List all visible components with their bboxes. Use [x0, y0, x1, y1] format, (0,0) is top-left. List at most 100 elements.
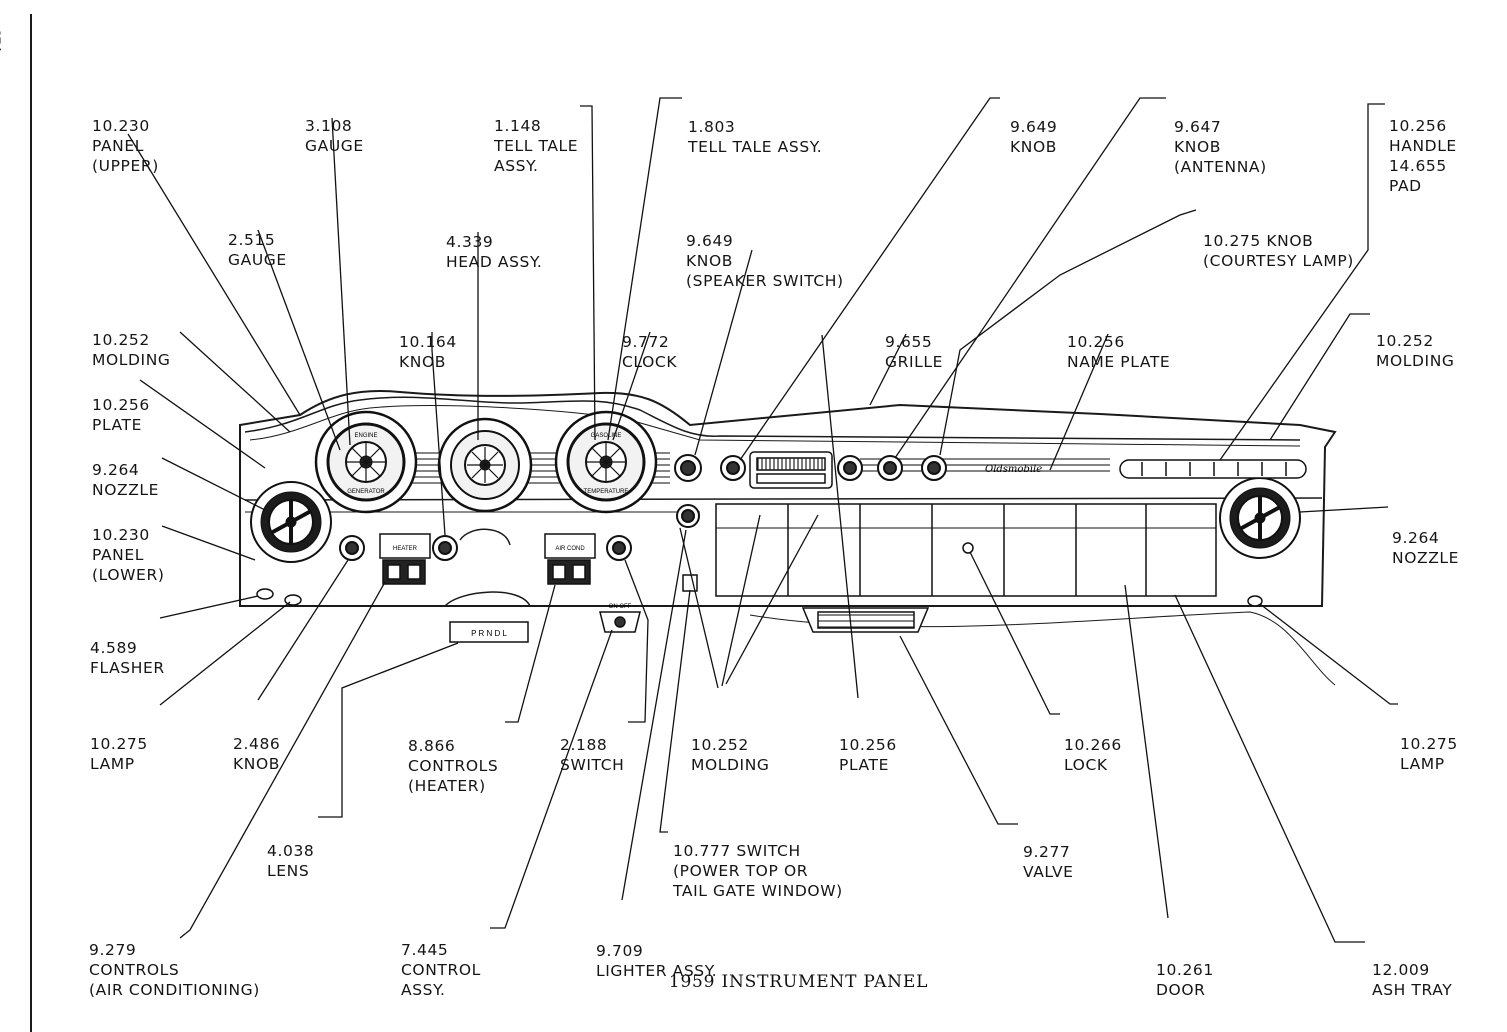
leader-tell-tale-1803	[607, 97, 682, 441]
top-molding-strip	[244, 396, 1301, 441]
control-assy-switch	[599, 611, 641, 633]
handle-pad-strip	[1119, 459, 1307, 479]
panel-divider-line	[244, 497, 1323, 501]
leader-knob-speaker	[694, 249, 753, 456]
leader-control-assy	[490, 629, 613, 929]
leader-knob-9649-top	[739, 97, 1000, 461]
lens-text: P R N D L	[471, 629, 507, 638]
heater-controls	[379, 533, 431, 585]
leader-lens	[318, 642, 459, 818]
right-gauge-top-text: GASOLINE	[591, 433, 622, 439]
leader-handle	[1219, 103, 1385, 461]
leader-gauge-3108	[331, 117, 351, 446]
leader-upper-panel	[127, 133, 301, 416]
lens-part	[449, 621, 529, 643]
knob-radio-left	[720, 455, 746, 481]
leader-power-top	[659, 589, 691, 833]
knob-courtesy-lamp	[921, 455, 947, 481]
leader-knob-2486	[257, 559, 349, 701]
leader-lighter	[621, 529, 687, 901]
radio-face	[749, 451, 833, 489]
label-knob-courtesy: 10.275 KNOB(COURTESY LAMP)	[1203, 232, 1354, 270]
right-nozzle	[1219, 477, 1301, 559]
knob-lighter	[676, 504, 700, 528]
leader-valve	[899, 635, 1018, 825]
leader-molding-left	[179, 331, 291, 433]
right-gauge-bottom-text: TEMPERATURE	[584, 489, 629, 495]
air-valve	[801, 607, 930, 633]
leader-molding-bottom-2	[721, 514, 761, 687]
leader-gauge-2515	[257, 229, 341, 451]
column-notch	[459, 528, 511, 546]
leader-lower-panel	[161, 525, 256, 561]
left-nozzle	[250, 481, 332, 563]
leader-molding-bottom-3	[725, 514, 819, 685]
right-gauge	[554, 410, 658, 514]
leader-lamp-right	[1259, 603, 1398, 705]
heater-control-text: HEATER	[393, 546, 418, 552]
leader-ash-tray	[1174, 594, 1365, 943]
glove-box-door	[715, 503, 1217, 597]
leader-nozzle-left	[161, 457, 266, 511]
knob-left-lower	[339, 535, 365, 561]
leader-lock	[969, 551, 1060, 715]
lower-center-bulge	[444, 591, 531, 607]
ac-control-text: AIR COND	[555, 546, 585, 552]
left-gauge-top-text: ENGINE	[354, 433, 377, 439]
panel-knobs	[339, 454, 947, 561]
leader-controls-ac	[179, 581, 386, 939]
leader-door	[1124, 584, 1169, 919]
figure-caption: 1959 INSTRUMENT PANEL	[668, 972, 929, 992]
leader-molding-bottom-1	[679, 527, 719, 689]
leader-lamp-left	[159, 601, 291, 706]
leader-flasher	[159, 595, 259, 619]
leader-tell-tale-1148	[580, 105, 596, 441]
leader-lines	[127, 97, 1398, 943]
leader-plate-left	[139, 379, 266, 469]
leader-grille	[869, 333, 907, 406]
control-switch-tag: ON OFF	[609, 604, 632, 610]
upper-panel-outline	[239, 389, 1337, 607]
knob-switch-lower	[606, 535, 632, 561]
leader-nozzle-right	[1299, 506, 1389, 513]
knob-center-lower	[432, 535, 458, 561]
leader-knob-courtesy	[939, 209, 1197, 456]
leader-molding-right	[1269, 313, 1370, 441]
ac-controls	[544, 533, 596, 585]
